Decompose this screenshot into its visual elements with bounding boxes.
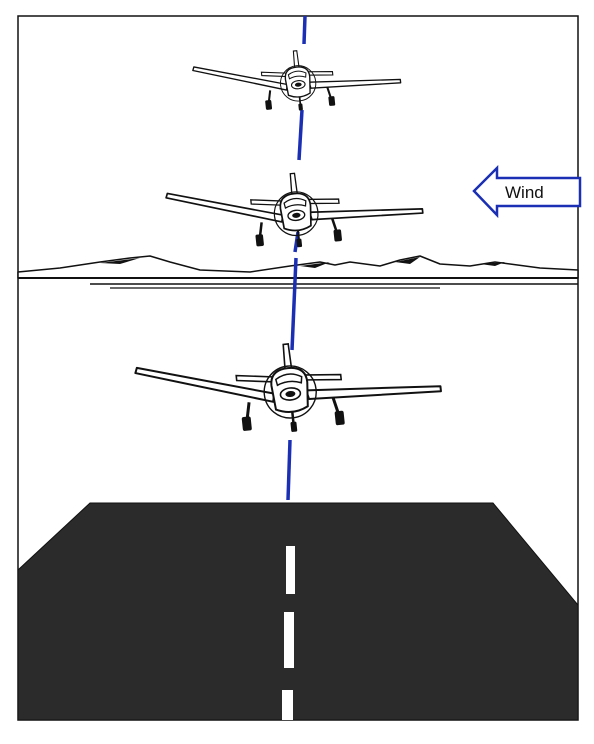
wind-arrow-icon xyxy=(472,164,582,219)
runway-centerline-marking xyxy=(286,546,295,594)
mountain-range xyxy=(17,255,579,279)
wind-label: Wind xyxy=(505,183,544,202)
runway-surface xyxy=(17,502,579,721)
extended-centerline xyxy=(286,15,307,501)
runway-centerline-marking xyxy=(284,612,294,668)
horizon xyxy=(17,255,579,289)
runway xyxy=(17,502,579,721)
runway-centerline-marking xyxy=(282,690,293,720)
wind-indicator: Wind xyxy=(472,164,582,219)
